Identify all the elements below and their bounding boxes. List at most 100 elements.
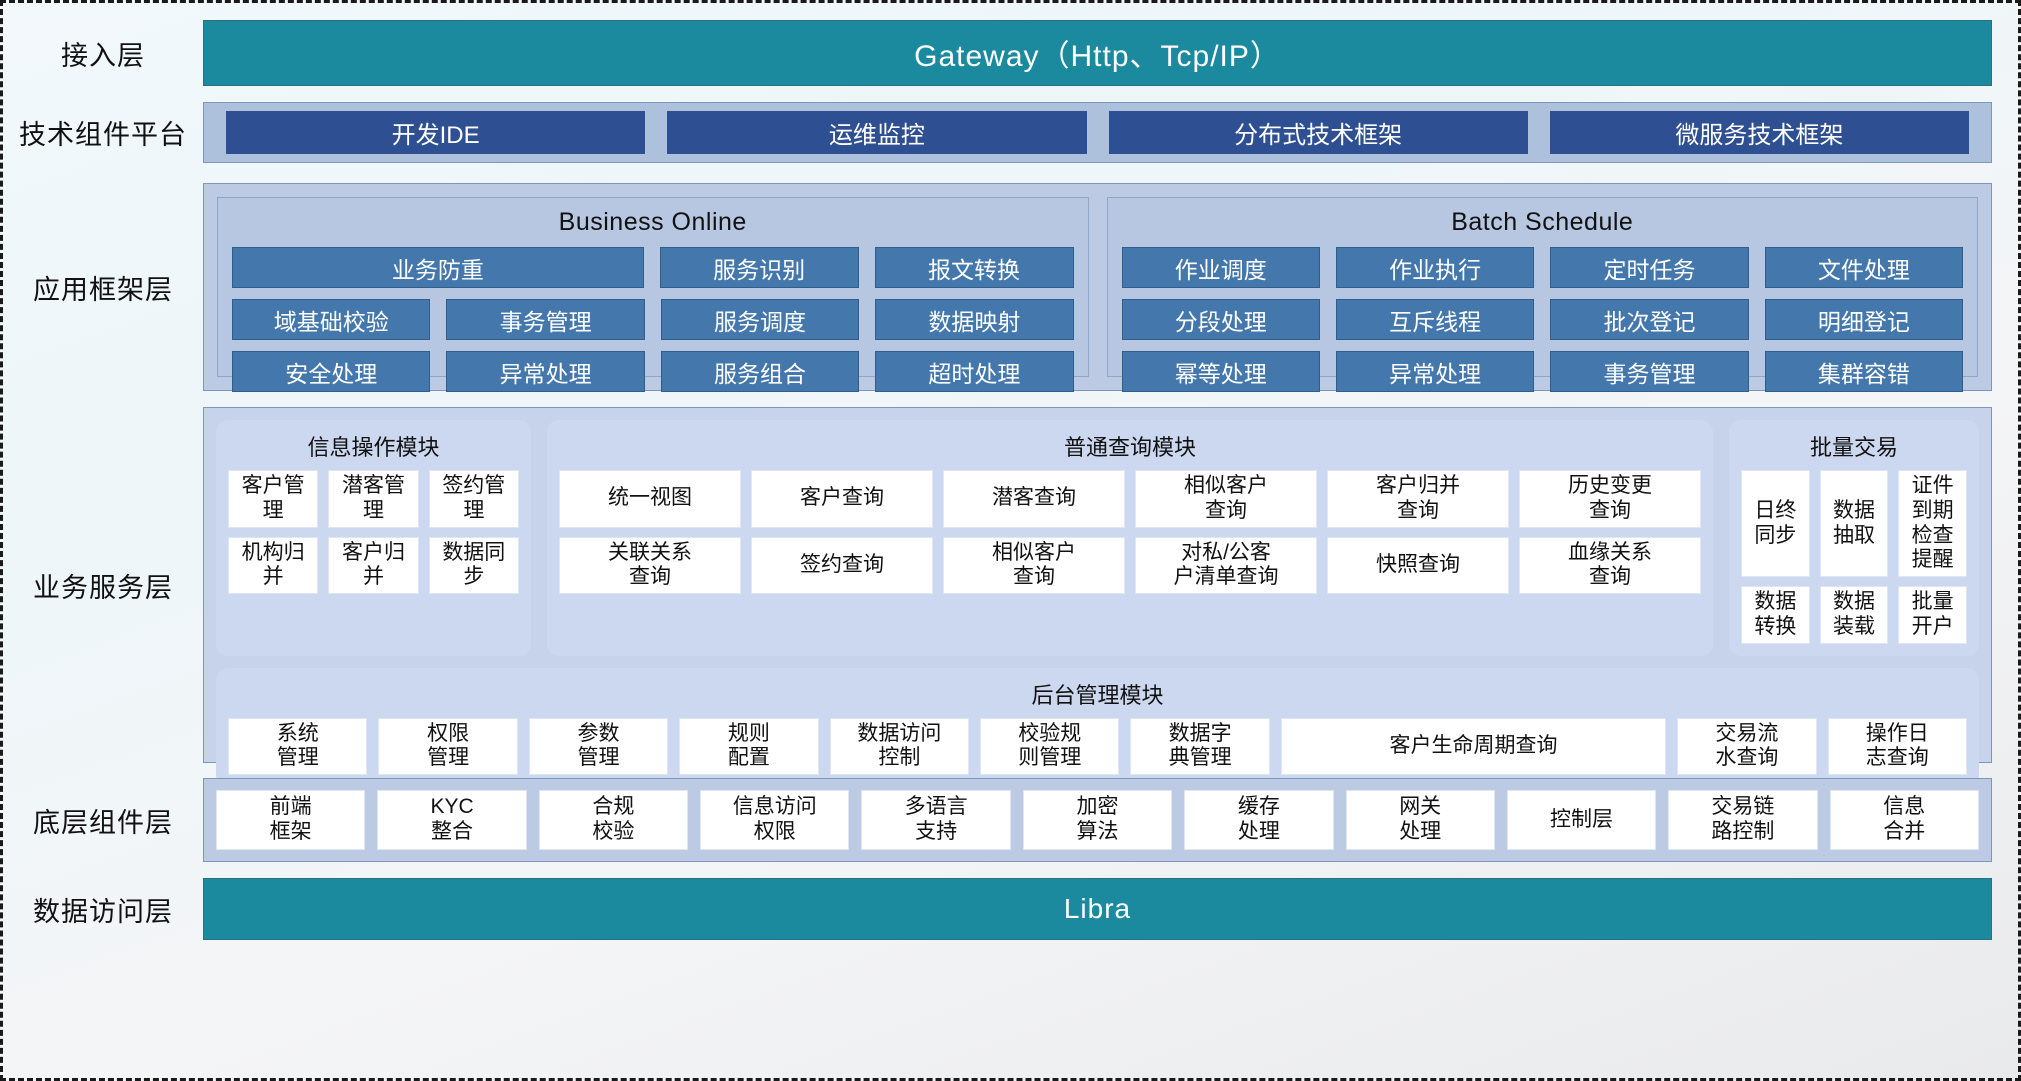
- group-business-online: Business Online 业务防重 服务识别 报文转换 域基础校验 事务管…: [217, 197, 1089, 392]
- chip-data-load[interactable]: 数据 装载: [1819, 586, 1889, 644]
- chip-retail-corporate-list-query[interactable]: 对私/公客 户清单查询: [1135, 536, 1317, 595]
- chip-data-dictionary-mgmt[interactable]: 数据字 典管理: [1130, 717, 1270, 776]
- chip-contract-mgmt[interactable]: 签约管理: [428, 470, 519, 528]
- chip-certificate-expiry-reminder[interactable]: 证件到期 检查提醒: [1898, 470, 1968, 578]
- chip-gateway-processing[interactable]: 网关 处理: [1345, 790, 1495, 850]
- card-common-query: 普通查询模块 统一视图 客户查询 潜客查询 相似客户 查询 客户归并 查询 历史…: [547, 420, 1713, 656]
- chip-similar-customer-query-1[interactable]: 相似客户 查询: [1135, 470, 1317, 528]
- card-admin-module: 后台管理模块 系统 管理 权限 管理 参数 管理 规则 配置 数据访问 控制 校…: [216, 667, 1979, 788]
- card-row: 关联关系 查询 签约查询 相似客户 查询 对私/公客 户清单查询 快照查询 血缘…: [559, 536, 1701, 595]
- chip-rule-config[interactable]: 规则 配置: [679, 717, 819, 776]
- chip-file-processing[interactable]: 文件处理: [1764, 247, 1963, 288]
- chip-timed-task[interactable]: 定时任务: [1550, 247, 1749, 288]
- card-row: 系统 管理 权限 管理 参数 管理 规则 配置 数据访问 控制 校验规 则管理 …: [228, 717, 1967, 776]
- chip-batch-registration[interactable]: 批次登记: [1550, 299, 1749, 340]
- chip-customer-mgmt[interactable]: 客户管理: [228, 470, 319, 528]
- chip-frontend-framework[interactable]: 前端 框架: [216, 790, 366, 850]
- card-title-info-operation: 信息操作模块: [307, 435, 440, 460]
- tech-chip-ide[interactable]: 开发IDE: [226, 110, 646, 154]
- chip-multilingual-support[interactable]: 多语言 支持: [861, 790, 1011, 850]
- appfw-row: 域基础校验 事务管理 服务调度 数据映射: [232, 299, 1074, 340]
- chip-snapshot-query[interactable]: 快照查询: [1327, 536, 1509, 595]
- chip-operation-log-query[interactable]: 操作日 志查询: [1827, 717, 1967, 776]
- layer-label-tech-platform: 技术组件平台: [19, 119, 187, 150]
- libra-banner[interactable]: Libra: [203, 878, 1992, 940]
- layer-tech-platform: 技术组件平台 开发IDE 运维监控 分布式技术框架 微服务技术框架: [3, 95, 2018, 169]
- chip-mutex-thread[interactable]: 互斥线程: [1335, 299, 1535, 340]
- component-layer-container: 前端 框架 KYC 整合 合规 校验 信息访问 权限 多语言 支持 加密 算法 …: [203, 778, 1992, 862]
- chip-business-dedup[interactable]: 业务防重: [232, 247, 644, 288]
- tech-chip-microservice-framework[interactable]: 微服务技术框架: [1549, 110, 1969, 154]
- chip-transaction-link-control[interactable]: 交易链 路控制: [1668, 790, 1818, 850]
- chip-transaction-mgmt-online[interactable]: 事务管理: [446, 299, 645, 340]
- card-title-common-query: 普通查询模块: [1063, 435, 1196, 460]
- chip-idempotent-handling[interactable]: 幂等处理: [1121, 351, 1320, 392]
- chip-parameter-mgmt[interactable]: 参数 管理: [528, 717, 669, 776]
- chip-detail-registration[interactable]: 明细登记: [1764, 299, 1963, 340]
- chip-timeout-handling[interactable]: 超时处理: [875, 351, 1074, 392]
- chip-job-execution[interactable]: 作业执行: [1335, 247, 1535, 288]
- chip-system-mgmt[interactable]: 系统 管理: [228, 717, 368, 776]
- chip-domain-validation[interactable]: 域基础校验: [232, 299, 431, 340]
- layer-access: 接入层 Gateway（Http、Tcp/IP）: [3, 11, 2018, 95]
- tech-chip-distributed-framework[interactable]: 分布式技术框架: [1108, 110, 1528, 154]
- chip-service-scheduling[interactable]: 服务调度: [660, 299, 860, 340]
- layer-app-framework: 应用框架层 Business Online 业务防重 服务识别 报文转换 域基础…: [3, 179, 2018, 395]
- appfw-row: 业务防重 服务识别 报文转换: [232, 247, 1074, 288]
- chip-data-mapping[interactable]: 数据映射: [875, 299, 1074, 340]
- tech-chip-ops-monitor[interactable]: 运维监控: [667, 110, 1087, 154]
- chip-prospect-mgmt[interactable]: 潜客管理: [328, 470, 419, 528]
- layer-label-data-access: 数据访问层: [33, 896, 173, 927]
- chip-unified-view[interactable]: 统一视图: [559, 470, 741, 528]
- chip-service-identify[interactable]: 服务识别: [659, 247, 859, 288]
- appfw-row: 安全处理 异常处理 服务组合 超时处理: [232, 351, 1074, 392]
- card-row: 统一视图 客户查询 潜客查询 相似客户 查询 客户归并 查询 历史变更 查询: [559, 470, 1701, 528]
- chip-customer-merge-query[interactable]: 客户归并 查询: [1327, 470, 1509, 528]
- chip-customer-merge[interactable]: 客户归并: [328, 536, 419, 595]
- chip-info-access-permission[interactable]: 信息访问 权限: [700, 790, 850, 850]
- app-framework-container: Business Online 业务防重 服务识别 报文转换 域基础校验 事务管…: [203, 183, 1992, 392]
- chip-transaction-flow-query[interactable]: 交易流 水查询: [1677, 717, 1817, 776]
- chip-validation-rule-mgmt[interactable]: 校验规 则管理: [980, 717, 1120, 776]
- chip-transaction-mgmt-batch[interactable]: 事务管理: [1550, 351, 1749, 392]
- chip-exception-handling-online[interactable]: 异常处理: [446, 351, 645, 392]
- chip-org-merge[interactable]: 机构归并: [228, 536, 319, 595]
- layer-label-access: 接入层: [61, 40, 145, 71]
- card-batch-transaction: 批量交易 日终 同步 数据 抽取 证件到期 检查提醒 数据 转换 数据 装载 批…: [1729, 420, 1979, 656]
- chip-security-handling[interactable]: 安全处理: [232, 351, 431, 392]
- chip-info-merge[interactable]: 信息 合并: [1829, 790, 1979, 850]
- layer-label-business-service: 业务服务层: [33, 572, 173, 603]
- chip-data-transform[interactable]: 数据 转换: [1741, 586, 1810, 644]
- chip-cluster-fault-tolerance[interactable]: 集群容错: [1764, 351, 1963, 392]
- chip-job-scheduling[interactable]: 作业调度: [1121, 247, 1320, 288]
- chip-lineage-query[interactable]: 血缘关系 查询: [1519, 536, 1701, 595]
- chip-relation-query[interactable]: 关联关系 查询: [559, 536, 741, 595]
- card-row: 机构归并 客户归并 数据同步: [228, 536, 519, 595]
- chip-batch-account-open[interactable]: 批量 开户: [1898, 586, 1968, 644]
- chip-exception-handling-batch[interactable]: 异常处理: [1335, 351, 1535, 392]
- chip-message-transform[interactable]: 报文转换: [874, 247, 1074, 288]
- chip-cache-processing[interactable]: 缓存 处理: [1184, 790, 1334, 850]
- chip-compliance-check[interactable]: 合规 校验: [538, 790, 689, 850]
- chip-segment-processing[interactable]: 分段处理: [1121, 299, 1320, 340]
- gateway-banner[interactable]: Gateway（Http、Tcp/IP）: [203, 20, 1992, 86]
- chip-data-sync[interactable]: 数据同步: [428, 536, 519, 595]
- chip-eod-sync[interactable]: 日终 同步: [1741, 470, 1810, 578]
- chip-data-extract[interactable]: 数据 抽取: [1819, 470, 1889, 578]
- chip-contract-query[interactable]: 签约查询: [751, 536, 933, 595]
- chip-encryption-algorithm[interactable]: 加密 算法: [1022, 790, 1173, 850]
- chip-control-layer[interactable]: 控制层: [1506, 790, 1657, 850]
- chip-history-change-query[interactable]: 历史变更 查询: [1519, 470, 1701, 528]
- chip-kyc-integration[interactable]: KYC 整合: [377, 790, 527, 850]
- chip-prospect-query[interactable]: 潜客查询: [943, 470, 1125, 528]
- layer-business-service: 业务服务层 信息操作模块 客户管理 潜客管理 签约管理: [3, 403, 2018, 788]
- chip-data-access-control[interactable]: 数据访问 控制: [829, 717, 970, 776]
- chip-permission-mgmt[interactable]: 权限 管理: [378, 717, 518, 776]
- group-batch-schedule: Batch Schedule 作业调度 作业执行 定时任务 文件处理 分段处理 …: [1106, 197, 1978, 392]
- chip-service-composition[interactable]: 服务组合: [660, 351, 860, 392]
- chip-customer-query[interactable]: 客户查询: [751, 470, 933, 528]
- card-info-operation: 信息操作模块 客户管理 潜客管理 签约管理 机构归并 客户归并 数据同步: [216, 420, 531, 656]
- chip-similar-customer-query-2[interactable]: 相似客户 查询: [943, 536, 1125, 595]
- chip-customer-lifecycle-query[interactable]: 客户生命周期查询: [1280, 717, 1667, 776]
